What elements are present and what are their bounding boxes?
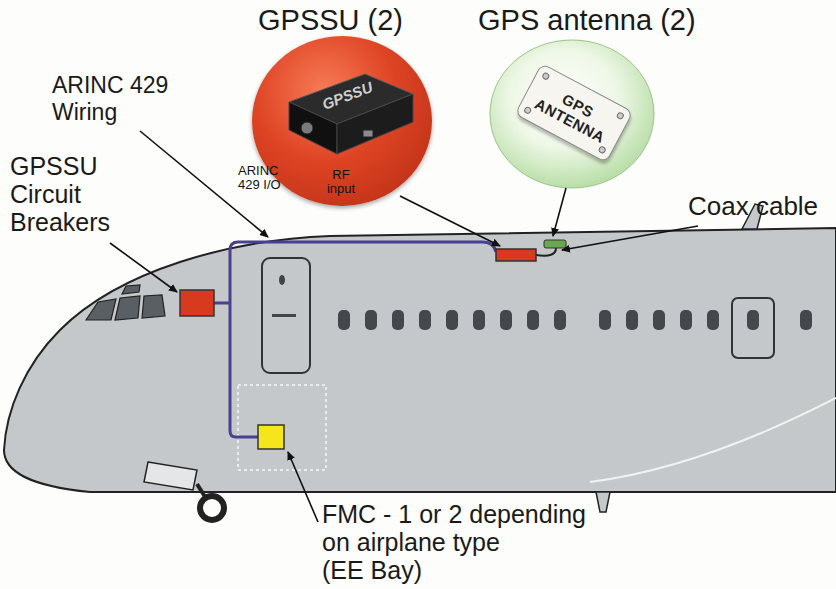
cockpit-window xyxy=(115,296,140,320)
gpssu-unit: GPSSU xyxy=(285,66,415,158)
circuit-breaker-panel xyxy=(180,290,214,316)
gpssu-box-art xyxy=(285,66,415,158)
cockpit-window xyxy=(86,299,116,320)
breaker-wire xyxy=(214,302,230,305)
fuselage xyxy=(4,228,836,492)
part-title-holder: GPSSU (2) xyxy=(258,4,403,36)
part-title: GPSSU (2) xyxy=(258,4,403,36)
cockpit-window xyxy=(142,295,165,318)
ee-bay-outline xyxy=(238,385,326,470)
cockpit-window xyxy=(122,285,140,294)
callout-label: Coax cable xyxy=(688,191,818,221)
callout-label: ARINC 429 Wiring xyxy=(52,72,168,125)
cabin-windows xyxy=(338,310,812,330)
cabin-window xyxy=(680,310,692,330)
gpssu-callout-circle: ARINC 429 I/ORF inputGPSSU xyxy=(252,36,432,206)
callout-label-holder: GPSSU Circuit Breakers xyxy=(10,152,160,236)
callout-label-holder: Coax cable xyxy=(688,192,818,221)
arinc-429-wire xyxy=(230,242,496,437)
nose-wheel xyxy=(200,496,224,520)
antenna-callout-circle xyxy=(490,40,654,188)
wing-fairing-line xyxy=(590,398,836,482)
port-label: RF input xyxy=(318,168,364,196)
screw-hole xyxy=(598,146,606,154)
fmc-unit xyxy=(258,425,284,449)
cabin-window xyxy=(419,310,431,330)
coax-cable xyxy=(536,248,556,256)
gear-door xyxy=(144,462,197,490)
cabin-window xyxy=(446,310,458,330)
leader-line xyxy=(562,226,698,250)
cabin-window xyxy=(707,310,719,330)
port-label: ARINC 429 I/O xyxy=(238,164,296,192)
cabin-window xyxy=(392,310,404,330)
cabin-window xyxy=(747,310,759,330)
door-handle xyxy=(272,314,296,317)
callout-label: GPSSU Circuit Breakers xyxy=(10,152,110,236)
gpssu-unit-small xyxy=(496,249,536,261)
callout-label-holder: ARINC 429 Wiring xyxy=(52,72,187,126)
cabin-window xyxy=(527,310,539,330)
cabin-window xyxy=(338,310,350,330)
cabin-window xyxy=(653,310,665,330)
cabin-window xyxy=(626,310,638,330)
leader-line xyxy=(553,188,566,236)
cockpit-windows xyxy=(86,285,165,320)
leader-line xyxy=(110,243,177,292)
screw-hole xyxy=(616,112,624,120)
cabin-window xyxy=(599,310,611,330)
screw-hole xyxy=(542,72,550,80)
cabin-window xyxy=(500,310,512,330)
rear-door xyxy=(732,298,774,358)
rf-connector xyxy=(363,130,373,137)
cabin-window xyxy=(365,310,377,330)
leader-lines xyxy=(110,131,698,522)
lower-fin xyxy=(596,492,610,512)
gps-antenna-small xyxy=(544,240,566,248)
screw-hole xyxy=(524,106,532,114)
leader-line xyxy=(288,452,318,522)
leader-line xyxy=(400,196,500,246)
callout-label: FMC - 1 or 2 depending on airplane type … xyxy=(322,500,586,584)
callout-label-holder: FMC - 1 or 2 depending on airplane type … xyxy=(322,500,597,584)
wrap-spacer xyxy=(535,528,597,556)
door-window xyxy=(279,275,285,285)
forward-door xyxy=(262,258,310,373)
cabin-window xyxy=(473,310,485,330)
part-title-holder: GPS antenna (2) xyxy=(478,4,696,36)
part-title: GPS antenna (2) xyxy=(478,4,696,36)
arinc-connector xyxy=(301,122,313,134)
cabin-window xyxy=(554,310,566,330)
cabin-window xyxy=(800,310,812,330)
